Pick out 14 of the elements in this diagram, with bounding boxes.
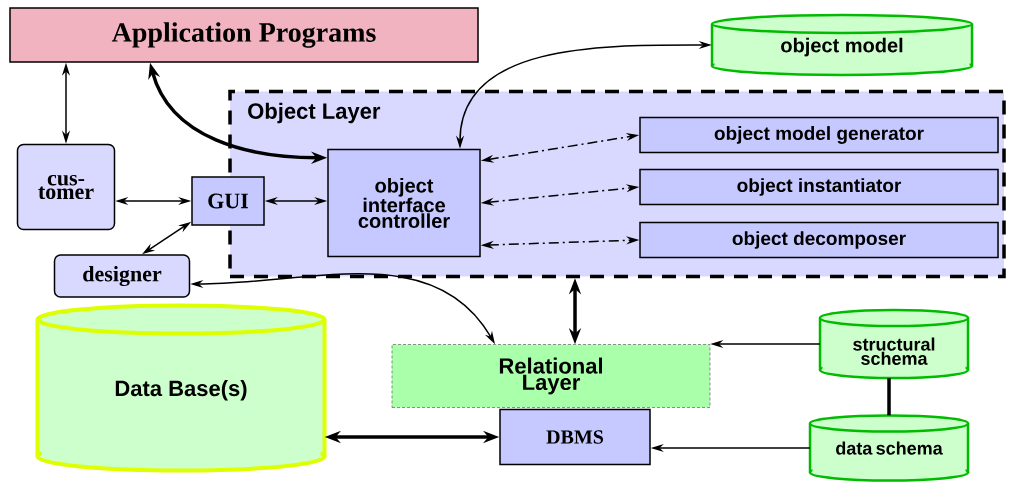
process-box: GUI [191, 176, 265, 226]
process-box: object instantiator [639, 168, 999, 206]
title-box: Application Programs [9, 7, 479, 63]
layer-box: Relational Layer [391, 344, 711, 408]
process-box: object decomposer [639, 221, 999, 259]
cylinder: structural schema [818, 308, 970, 380]
actor-box: cus- tomer [16, 143, 116, 231]
process-box: object interface controller [327, 148, 481, 258]
cylinder: data schema [808, 414, 970, 482]
actor-box: designer [53, 254, 191, 298]
cylinder: object model [710, 13, 974, 77]
process-box: object model generator [639, 116, 999, 154]
cylinder: Data Base(s) [35, 303, 327, 473]
process-box: DBMS [499, 408, 651, 466]
